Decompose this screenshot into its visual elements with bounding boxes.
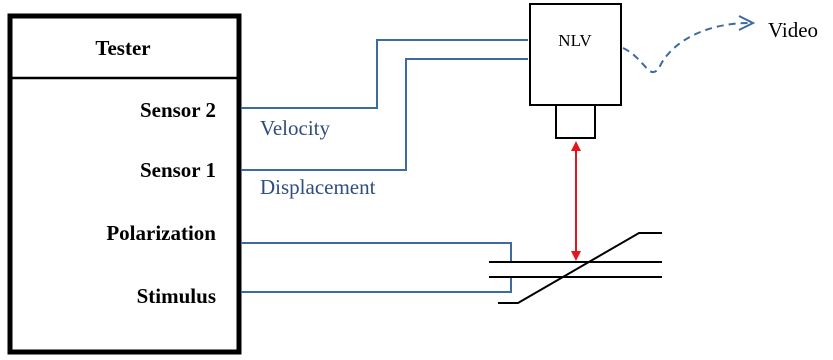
port-label-polarization: Polarization [106, 221, 216, 245]
displacement-label: Displacement [260, 175, 376, 199]
velocity-wire [241, 39, 528, 109]
nlv-label: NLV [558, 31, 592, 50]
video-arrowhead [738, 15, 756, 31]
nlv-box [529, 3, 622, 106]
port-label-sensor-1: Sensor 1 [140, 158, 216, 182]
velocity-label: Velocity [260, 116, 330, 140]
video-label: Video [768, 18, 818, 42]
displacement-wire [241, 58, 528, 171]
port-label-sensor-2: Sensor 2 [140, 98, 216, 122]
tester-title: Tester [95, 36, 150, 60]
port-label-stimulus: Stimulus [137, 284, 216, 308]
tester-box [7, 13, 242, 355]
nlv-lens [555, 104, 596, 139]
dut-diagonal [498, 232, 662, 304]
stimulus-wire [241, 277, 512, 293]
polarization-wire [241, 242, 512, 262]
video-output-curve [622, 22, 751, 74]
